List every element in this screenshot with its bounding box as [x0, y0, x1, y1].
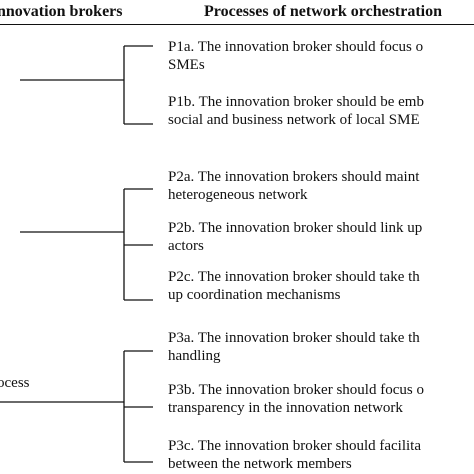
process-p3b-line-1: P3b. The innovation broker should focus … [168, 382, 424, 398]
column-header-innovation-brokers: nnovation brokers [0, 3, 123, 20]
process-p3a: P3a. The innovation broker should take t… [168, 329, 474, 365]
group-3-stub-label: ocess [0, 375, 30, 391]
process-p2c-line-2: up coordination mechanisms [168, 287, 341, 303]
process-p3c-line-2: between the network members [168, 456, 352, 472]
process-p3b: P3b. The innovation broker should focus … [168, 381, 474, 417]
process-p3b-line-2: transparency in the innovation network [168, 400, 403, 416]
process-p1a: P1a. The innovation broker should focus … [168, 38, 474, 74]
column-header-processes: Processes of network orchestration [204, 3, 443, 20]
process-p1b: P1b. The innovation broker should be emb… [168, 93, 474, 129]
process-p1a-line-2: SMEs [168, 57, 205, 73]
process-p2a-line-1: P2a. The innovation brokers should maint [168, 169, 420, 185]
process-p2c-line-1: P2c. The innovation broker should take t… [168, 269, 420, 285]
process-p1b-line-2: social and business network of local SME [168, 112, 420, 128]
process-p2b-line-1: P2b. The innovation broker should link u… [168, 220, 423, 236]
process-p3c: P3c. The innovation broker should facili… [168, 437, 474, 473]
process-p2a-line-2: heterogeneous network [168, 187, 308, 203]
process-p1b-line-1: P1b. The innovation broker should be emb [168, 94, 424, 110]
process-p2c: P2c. The innovation broker should take t… [168, 268, 474, 304]
bracket-group-2 [20, 188, 153, 301]
process-p3a-line-1: P3a. The innovation broker should take t… [168, 330, 420, 346]
process-p2a: P2a. The innovation brokers should maint… [168, 168, 474, 204]
process-p3a-line-2: handling [168, 348, 221, 364]
process-p2b-line-2: actors [168, 238, 204, 254]
bracket-group-3 [0, 350, 153, 463]
bracket-group-1 [20, 45, 153, 125]
process-p2b: P2b. The innovation broker should link u… [168, 219, 474, 255]
header-divider [0, 24, 474, 25]
process-p1a-line-1: P1a. The innovation broker should focus … [168, 39, 424, 55]
process-p3c-line-1: P3c. The innovation broker should facili… [168, 438, 422, 454]
